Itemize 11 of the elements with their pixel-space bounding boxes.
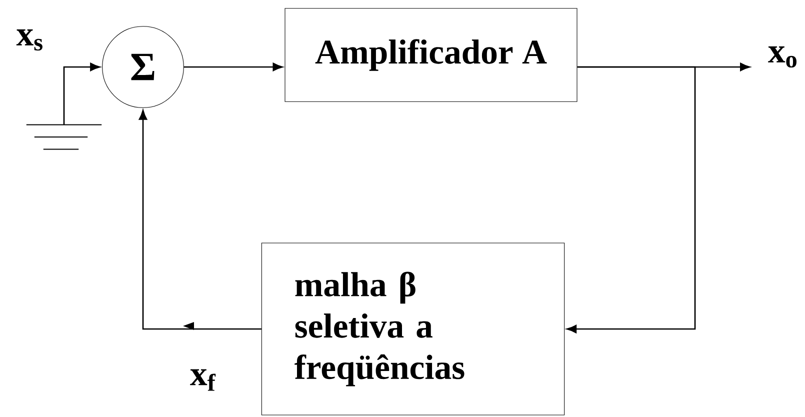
amplifier-box: Amplificador A [284, 8, 578, 102]
arrow [184, 62, 283, 72]
feedback-network-box: malha β seletiva a freqüências [261, 242, 565, 416]
ground-symbol [26, 124, 102, 150]
summing-junction: Σ [102, 26, 184, 108]
arrow [63, 62, 100, 125]
signal-label: x$_{f}$ [190, 369, 216, 391]
arrow [566, 66, 696, 334]
arrow [138, 110, 262, 330]
signal-label: x$_{o}$ [768, 46, 796, 68]
signal-label: x$_{s}$ [16, 29, 42, 51]
